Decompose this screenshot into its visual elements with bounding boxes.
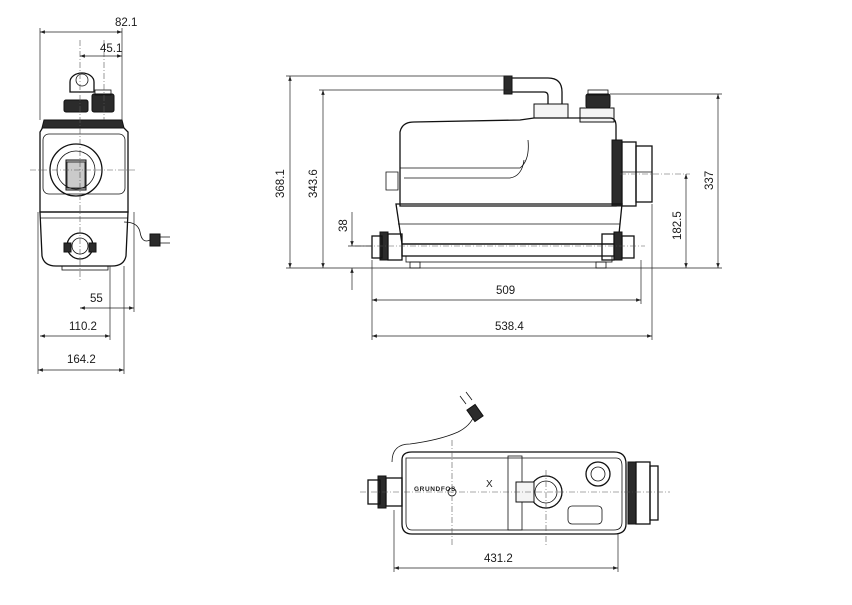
dim-368-1-label: 368.1 xyxy=(275,169,287,198)
dim-110-2-label: 110.2 xyxy=(69,321,97,333)
top-dimensions: 431.2 xyxy=(393,510,619,572)
side-view xyxy=(355,75,690,269)
brand-logo-mark: X xyxy=(486,479,493,490)
dim-337-label: 337 xyxy=(704,171,716,190)
brand-logo: GRUNDFOS xyxy=(414,486,456,493)
dim-509-label: 509 xyxy=(496,285,515,297)
dim-45-1-label: 45.1 xyxy=(100,43,122,55)
dim-38-label: 38 xyxy=(338,219,350,232)
front-view xyxy=(30,40,170,280)
dim-538-4-label: 538.4 xyxy=(495,321,524,333)
top-view: GRUNDFOS X xyxy=(360,391,670,545)
side-dimensions: 368.1 343.6 38 509 538.4 182.5 337 xyxy=(275,75,722,340)
dim-55-label: 55 xyxy=(90,293,103,305)
front-dimensions: 82.1 45.1 55 110.2 164.2 xyxy=(37,17,137,374)
dim-431-2-label: 431.2 xyxy=(484,553,513,565)
dim-343-6-label: 343.6 xyxy=(308,169,320,198)
dim-182-5-label: 182.5 xyxy=(672,211,684,240)
dim-164-2-label: 164.2 xyxy=(67,354,96,366)
dim-82-1-label: 82.1 xyxy=(115,17,137,29)
